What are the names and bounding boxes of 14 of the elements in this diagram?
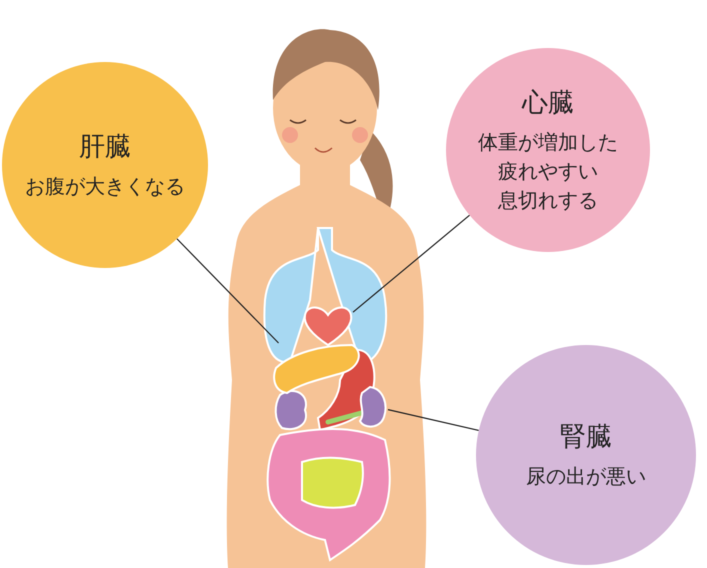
liver-organ	[272, 343, 362, 395]
leader-line	[388, 409, 479, 431]
leader-line	[352, 214, 470, 313]
symptom-text: 疲れやすい	[498, 158, 598, 185]
heart-organ	[303, 305, 353, 347]
symptom-text: 体重が増加した	[478, 129, 618, 156]
symptom-text: 尿の出が悪い	[526, 463, 646, 490]
leader-line	[176, 238, 279, 344]
organ-title: 心臓	[522, 87, 574, 120]
organ-title: 肝臓	[79, 131, 131, 164]
symptom-text: 息切れする	[498, 187, 598, 214]
symptom-text: お腹が大きくなる	[25, 173, 185, 200]
kidney-organ	[356, 385, 388, 430]
organ-title: 腎臓	[560, 421, 612, 454]
